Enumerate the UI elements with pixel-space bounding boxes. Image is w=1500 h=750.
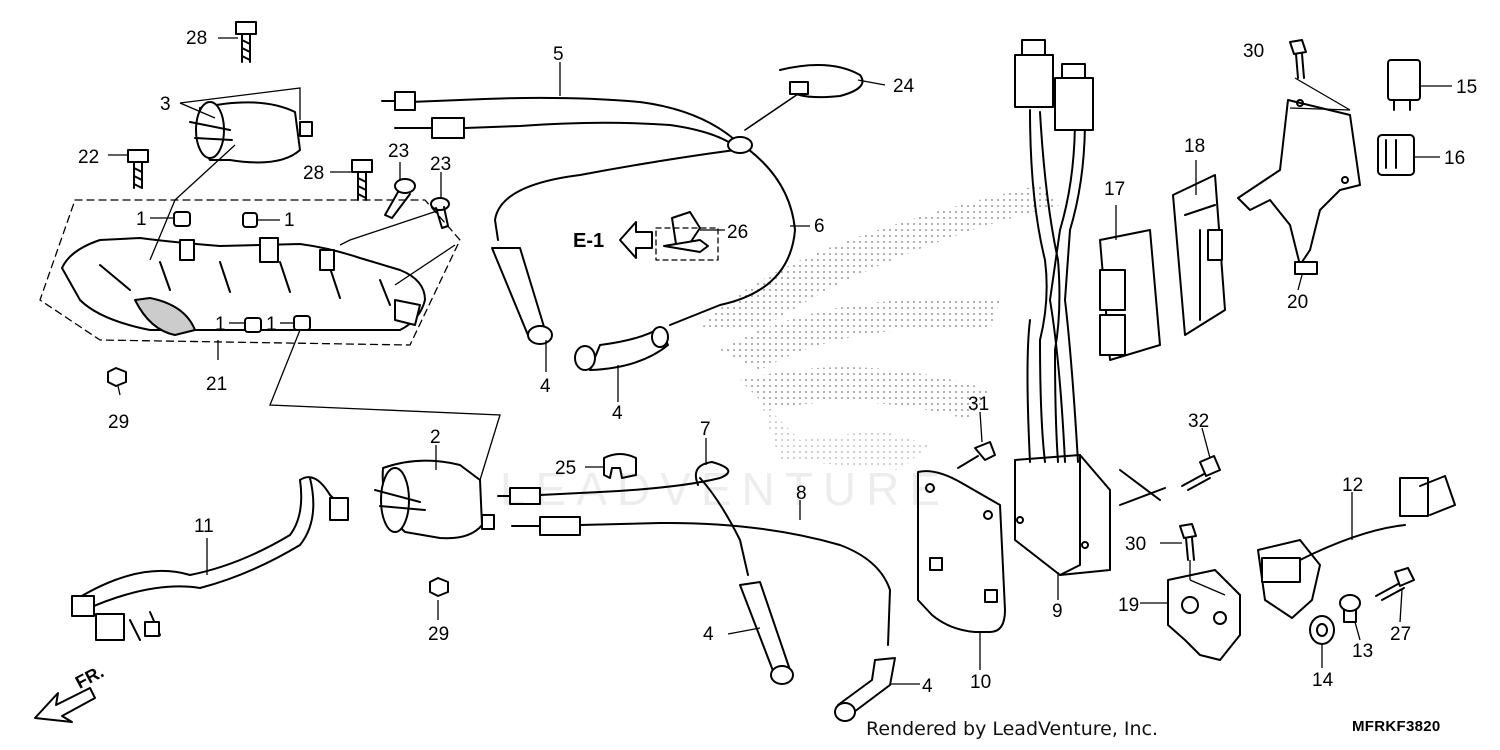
part-18-relay-box [1172,174,1226,336]
callout-1: 1 [284,210,295,231]
part-10-mounting-plate [917,470,1006,633]
part-4-plug-cap-upper-left [491,247,553,345]
callout-20: 20 [1287,292,1308,313]
callout-31: 31 [968,394,989,415]
leader-lines [108,37,1452,685]
callout-29: 29 [108,412,129,433]
callout-27: 27 [1390,624,1411,645]
part-15-relay [1387,59,1421,111]
front-direction-arrow [34,687,96,723]
callout-9: 9 [1052,601,1063,622]
callout-23: 23 [388,141,409,162]
part-24-cable-tie [744,64,864,131]
part-4-plug-cap-lower-right [834,657,896,722]
callout-23: 23 [430,154,451,175]
callout-2: 2 [430,427,441,448]
callout-1: 1 [266,314,277,335]
nut-29-lower [429,577,449,597]
bolt-30-lower [1179,523,1197,561]
callout-12: 12 [1342,475,1363,496]
callout-15: 15 [1456,77,1477,98]
callout-labels: 28 3 22 28 23 23 1 1 1 1 21 29 2 11 29 5… [78,28,1477,697]
part-13-collar [1339,594,1361,623]
part-9-harness-leads [1014,39,1094,463]
callout-4: 4 [703,624,714,645]
part-2-ignition-coil [374,459,495,540]
part-14-grommet [1309,615,1335,645]
part-9-control-unit [1014,454,1166,576]
callout-24: 24 [893,76,915,97]
callout-3: 3 [160,94,171,115]
watermark-text: LEADVENTURE [500,463,950,515]
clip-23-a [384,178,416,219]
diagram-code: MFRKF3820 [1352,718,1441,735]
callout-13: 13 [1352,641,1373,662]
callout-4: 4 [922,676,933,697]
callout-1: 1 [215,314,226,335]
callout-21: 21 [206,374,227,395]
part-11-wire-harness [71,476,349,641]
part-20-bracket [1237,99,1361,275]
callout-32: 32 [1188,411,1209,432]
callout-22: 22 [78,147,99,168]
part-3-ignition-coil [189,101,313,164]
part-7-8-ignition-leads [497,461,891,646]
bolt-31 [957,441,996,469]
bolt-32 [1181,455,1221,491]
callout-28: 28 [303,163,324,184]
part-21-front-guard [39,199,461,346]
callout-16: 16 [1444,148,1465,169]
section-reference-label: E-1 [573,230,605,252]
part-19-bracket [1167,569,1241,661]
callout-19: 19 [1118,595,1139,616]
callout-1: 1 [136,209,147,230]
part-4-plug-cap-upper-right [574,326,669,371]
callout-17: 17 [1104,179,1125,200]
part-25-clamp [603,453,637,479]
part-26-clip [671,211,701,247]
callout-11: 11 [194,516,214,537]
callout-14: 14 [1312,670,1334,691]
part-5-ignition-lead [381,91,796,326]
callout-25: 25 [555,458,576,479]
part-4-plug-cap-lower-left [739,581,794,685]
callout-30: 30 [1243,41,1264,62]
callout-18: 18 [1184,136,1205,157]
render-credit: Rendered by LeadVenture, Inc. [866,718,1159,740]
callout-8: 8 [796,483,807,504]
part-16-fuse-holder [1377,134,1415,176]
bolt-22 [127,149,149,189]
bolt-28-middle [351,159,373,201]
bolt-28-upper [235,21,257,63]
callout-4: 4 [612,403,623,424]
nut-29-left [107,367,127,387]
callout-6: 6 [814,216,825,237]
bolt-30-upper [1289,39,1307,79]
callout-10: 10 [970,672,991,693]
clip-23-b [430,197,450,229]
callout-30: 30 [1125,534,1146,555]
callout-7: 7 [700,419,711,440]
section-e1-reference-box [619,221,719,261]
bolt-27 [1375,567,1415,601]
part-17-connector [1099,229,1161,361]
watermark-wing-logo [700,185,1060,470]
callout-26: 26 [727,222,748,243]
callout-5: 5 [553,44,564,65]
callout-29: 29 [428,624,449,645]
part-12-sensor [1257,475,1456,619]
callout-28: 28 [186,28,207,49]
callout-4: 4 [540,376,551,397]
